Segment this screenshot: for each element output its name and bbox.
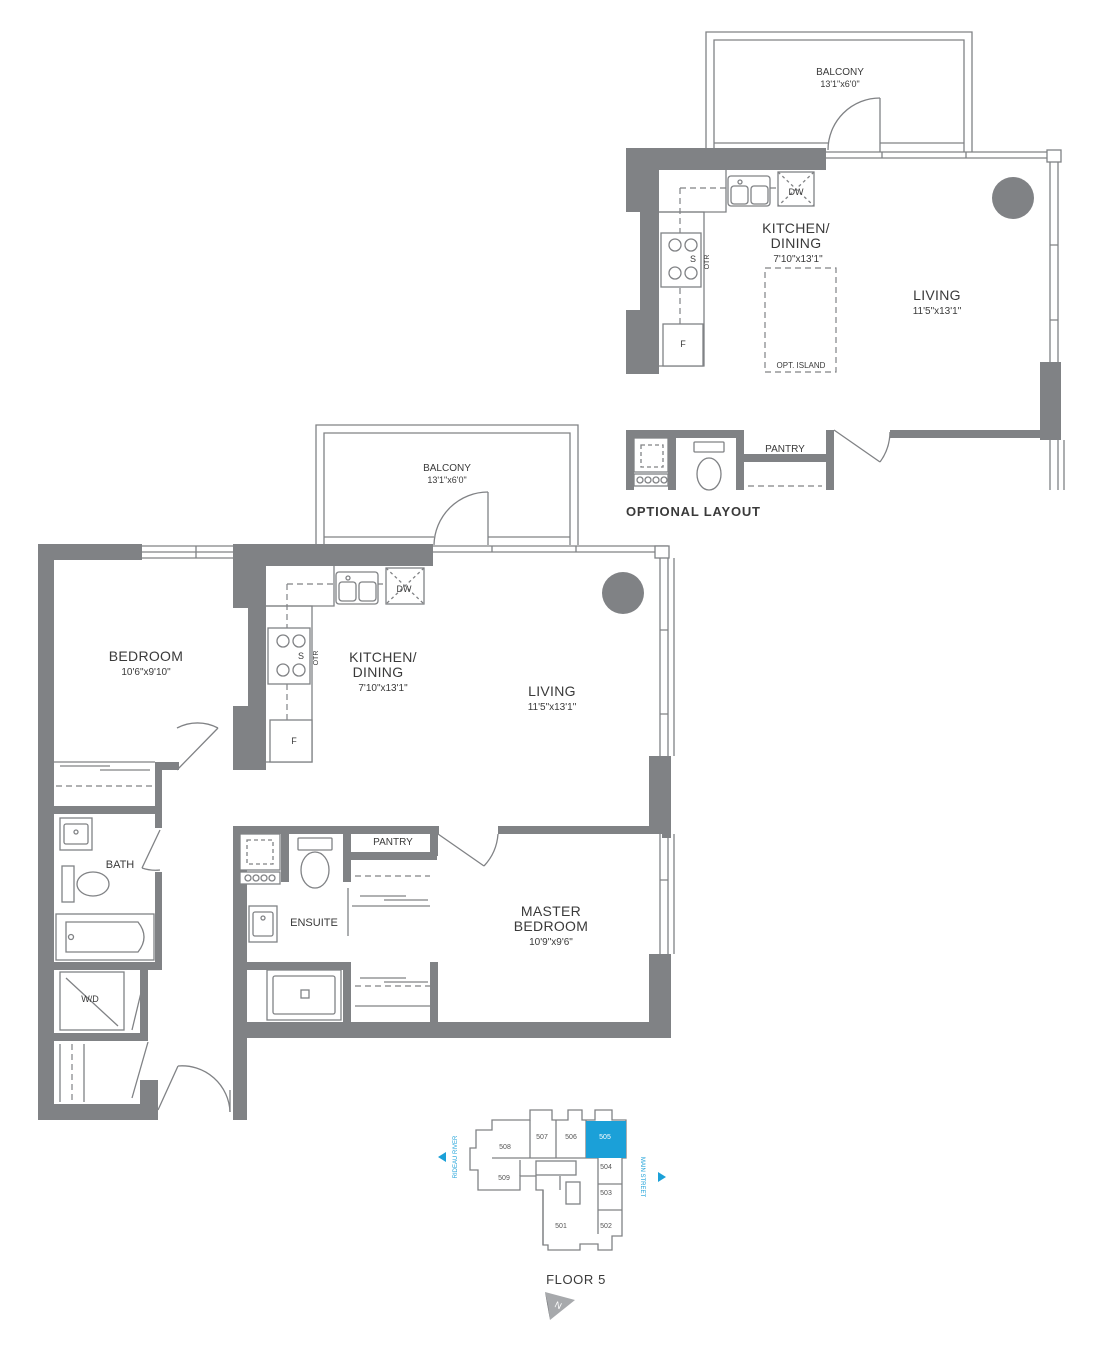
kitchen-label-2: DINING (353, 664, 404, 680)
opt-living-label: LIVING (913, 287, 961, 303)
key-unit-504: 504 (600, 1164, 612, 1171)
key-unit-507: 507 (536, 1134, 548, 1141)
master-label-1: MASTER (521, 903, 581, 919)
opt-pantry-label: PANTRY (765, 444, 805, 455)
ensuite-sink-icon (248, 905, 278, 943)
closet-door[interactable] (131, 1041, 149, 1099)
north-label: N (553, 1299, 563, 1311)
master-dim: 10'9"x9'6" (529, 937, 573, 948)
bedroom-dim: 10'6"x9'10" (121, 667, 171, 678)
fridge-icon: F (269, 719, 313, 763)
opt-stove-icon: S OTR (660, 232, 711, 288)
floor-label: FLOOR 5 (546, 1272, 606, 1287)
opt-toilet-icon (693, 441, 725, 491)
living-label: LIVING (528, 683, 576, 699)
otr-label: OTR (313, 651, 320, 666)
opt-fridge-icon: F (662, 323, 704, 367)
pantry-label: PANTRY (373, 837, 413, 848)
key-unit-509: 509 (498, 1175, 510, 1182)
key-unit-502: 502 (600, 1223, 612, 1230)
key-unit-503: 503 (600, 1190, 612, 1197)
key-unit-508: 508 (499, 1144, 511, 1151)
stove-label: S (298, 651, 304, 661)
street-left-label: RIDEAU RIVER (453, 1135, 459, 1178)
bedroom-label: BEDROOM (109, 648, 183, 664)
ensuite-toilet-icon (297, 837, 333, 889)
stove-icon: S OTR (267, 627, 320, 685)
opt-living-door[interactable] (833, 429, 891, 463)
bedroom-closet (54, 761, 155, 787)
kitchen-sink-icon (335, 571, 379, 605)
kitchen-dim: 7'10"x13'1" (358, 683, 408, 694)
optional-layout-caption: OPTIONAL LAYOUT (626, 504, 761, 519)
main-plan: DW S OTR F (38, 424, 675, 1120)
opt-sink-icon (727, 175, 771, 207)
opt-washer-dryer-icon (633, 437, 669, 487)
entry-door[interactable] (157, 1065, 231, 1113)
balcony-door[interactable] (433, 491, 489, 546)
key-plan-outline (469, 1109, 627, 1251)
dw-label: DW (397, 584, 412, 594)
rideau-river-indicator: RIDEAU RIVER (438, 1135, 459, 1178)
optional-layout: DW S OTR F OPT. ISLAND (626, 31, 1065, 519)
bathtub-icon (55, 913, 155, 961)
balcony-label: BALCONY (423, 463, 471, 474)
opt-balcony-dim: 13'1"x6'0" (820, 79, 859, 89)
north-arrow-icon: N (545, 1292, 575, 1320)
opt-kitchen-label-2: DINING (771, 235, 822, 251)
opt-column (992, 177, 1034, 219)
key-plan: 508 507 506 505 504 503 509 501 502 RIDE… (438, 1109, 666, 1320)
opt-kitchen-dim: 7'10"x13'1" (773, 254, 823, 265)
pantry-shelves (352, 875, 430, 907)
balcony-outline (315, 424, 579, 545)
opt-balcony-door[interactable] (827, 97, 881, 152)
master-closet (355, 977, 430, 1007)
dishwasher-icon: DW (385, 567, 425, 605)
opt-fridge-label: F (680, 339, 686, 349)
opt-kitchen-label-1: KITCHEN/ (762, 220, 830, 236)
ensuite-washer-icon (239, 833, 281, 885)
opt-otr-label: OTR (704, 255, 711, 270)
street-right-label: MAIN STREET (639, 1157, 645, 1198)
key-unit-505: 505 (599, 1134, 611, 1141)
opt-dishwasher-icon: DW (777, 171, 815, 207)
ensuite-label: ENSUITE (290, 917, 338, 929)
main-window-walls (142, 545, 675, 954)
main-walls (38, 544, 671, 1120)
entry-closet (59, 1044, 85, 1102)
bath-label: BATH (106, 859, 135, 871)
opt-window-wall (826, 149, 1065, 490)
balcony-dim: 13'1"x6'0" (427, 475, 466, 485)
wd-label: W/D (81, 994, 99, 1004)
main-street-indicator: MAIN STREET (639, 1157, 666, 1198)
living-dim: 11'5"x13'1" (528, 702, 577, 713)
key-plan-unit-highlight (586, 1121, 626, 1158)
opt-island (764, 267, 837, 373)
key-unit-501: 501 (555, 1223, 567, 1230)
washer-dryer-icon: W/D (59, 971, 125, 1031)
shower-icon (266, 969, 342, 1021)
master-label-2: BEDROOM (514, 918, 588, 934)
opt-island-label: OPT. ISLAND (777, 361, 826, 370)
opt-walls (626, 148, 1061, 490)
bedroom-door[interactable] (176, 722, 219, 771)
bath-sink-icon (59, 817, 93, 851)
fridge-label: F (291, 736, 297, 746)
laundry-door[interactable] (131, 971, 147, 1031)
column (602, 572, 644, 614)
opt-living-dim: 11'5"x13'1" (913, 306, 962, 317)
opt-balcony-outline (705, 31, 973, 152)
master-bedroom-door[interactable] (437, 833, 499, 867)
bath-door[interactable] (141, 829, 161, 871)
key-unit-506: 506 (565, 1134, 577, 1141)
opt-dw-label: DW (789, 187, 804, 197)
opt-balcony-label: BALCONY (816, 67, 864, 78)
kitchen-label-1: KITCHEN/ (349, 649, 417, 665)
bath-toilet-icon (61, 865, 110, 903)
opt-stove-label: S (690, 254, 696, 264)
